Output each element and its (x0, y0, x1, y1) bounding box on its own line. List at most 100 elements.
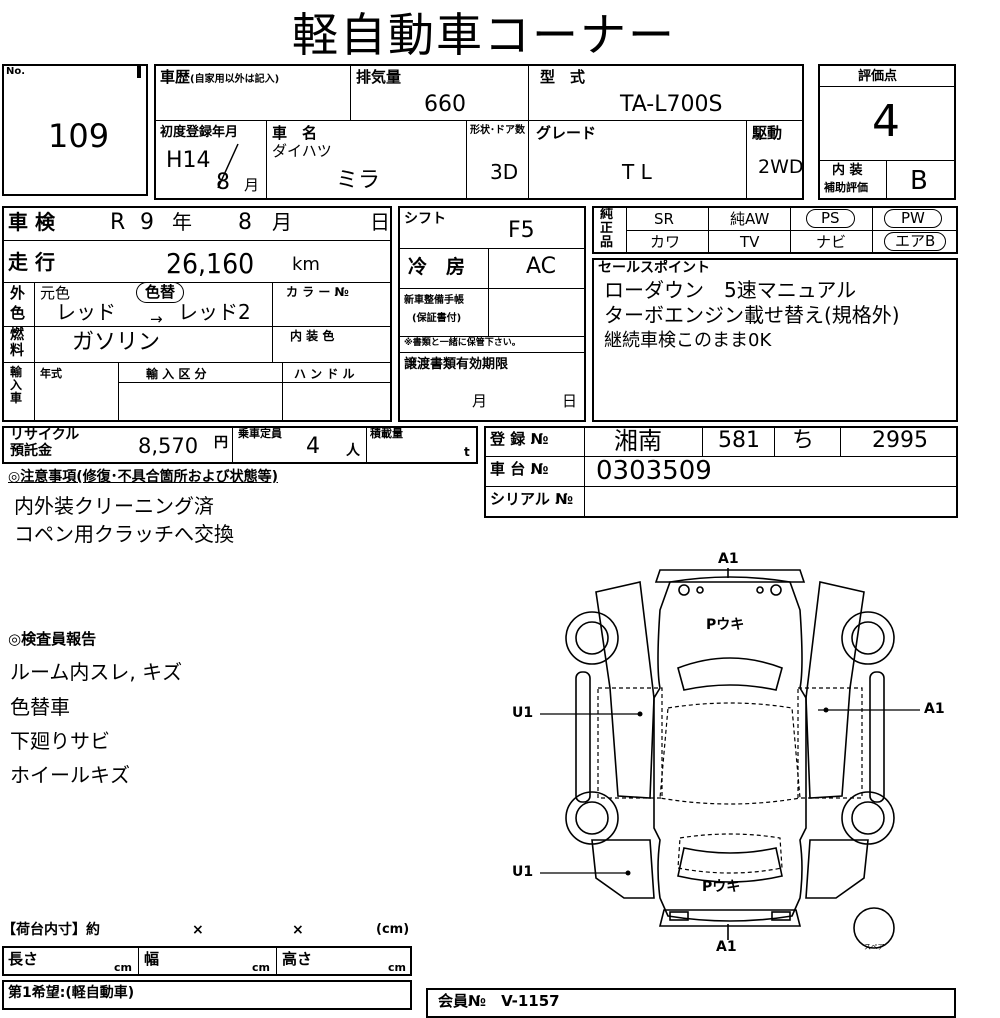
inspection-year: 9 (140, 210, 154, 235)
vehicle-info-box (154, 64, 804, 200)
capacity-label: 乗車定員 (238, 427, 282, 440)
registration-class: 581 (718, 428, 760, 453)
transfer-month-unit: 月 (472, 392, 488, 410)
interior-score-value: B (910, 166, 928, 196)
inspection-era: R (110, 210, 126, 235)
manual-note: ※書類と一緒に保管下さい。 (404, 338, 521, 348)
recycle-value: 8,570 (138, 434, 199, 458)
inspector-label: ◎検査員報告 (8, 630, 97, 648)
inspection-year-unit: 年 (172, 210, 192, 234)
aircon-value: AC (526, 254, 557, 279)
shift-value: F5 (508, 218, 535, 243)
registration-kana: ち (792, 428, 815, 453)
color-no-label: カ ラ ー № (286, 285, 349, 299)
cargo-label: 【荷台内寸】約 (2, 922, 100, 938)
load-label: 積載量 (370, 427, 403, 440)
mileage-value: 26,160 (166, 247, 255, 280)
member-label: 会員№ V-1157 (438, 992, 560, 1010)
history-label: 車歴(自家用以外は記入) (160, 68, 280, 86)
car-name-label: 車 名 (272, 124, 318, 142)
car-maker: ダイハツ (272, 142, 332, 160)
diagram-left-front-label: U1 (512, 705, 534, 721)
chassis-value: 0303509 (596, 456, 712, 486)
status-box (2, 206, 392, 422)
diagram-right-label: A1 (924, 701, 945, 717)
capacity-value: 4 (306, 434, 320, 459)
inspector-2: 色替車 (10, 695, 70, 719)
aircon-label: 冷 房 (408, 256, 466, 278)
score-box (818, 64, 956, 200)
sales-point-1: ローダウン 5速マニュアル (604, 278, 857, 302)
first-reg-month-unit: 月 (244, 176, 260, 194)
import-class-label: 輸 入 区 分 (146, 367, 207, 381)
equipment-side-label: 純正品 (600, 207, 614, 250)
serial-label: シリアル № (490, 490, 574, 508)
color-orig-label: 元色 (40, 284, 71, 302)
diagram-left-rear-label: U1 (512, 864, 534, 880)
cargo-width-label: 幅 (144, 950, 160, 968)
color-arrow: → (150, 310, 163, 328)
load-unit: t (464, 445, 470, 459)
color-label-1: 外 (10, 284, 26, 302)
recycle-label-2: 預託金 (10, 443, 52, 459)
sales-point-3: 継続車検このまま0K (604, 330, 772, 351)
wish-label: 第1希望:(軽自動車) (8, 985, 135, 1001)
equip-ps: PS (806, 209, 855, 228)
mileage-label: 走 行 (8, 250, 55, 274)
first-reg-slash (217, 143, 239, 189)
interior-score-label-1: 内 装 (832, 163, 863, 178)
cargo-width-unit: cm (252, 961, 270, 974)
diagram-top-label: A1 (718, 551, 739, 567)
displacement-value: 660 (424, 92, 466, 117)
color-new-value: レッド2 (178, 300, 251, 324)
sales-point-2: ターボエンジン載せ替え(規格外) (604, 303, 900, 327)
transfer-label: 譲渡書類有効期限 (404, 357, 509, 372)
fuel-label-1: 燃 (10, 327, 24, 343)
equip-sr: SR (654, 210, 674, 228)
number-box (2, 64, 148, 196)
fuel-label-2: 料 (10, 343, 24, 359)
manual-label-1: 新車整備手帳 (404, 295, 464, 306)
recycle-label-1: リサイクル (10, 427, 80, 443)
model-label: 型 式 (540, 68, 586, 86)
registration-area: 湘南 (614, 427, 662, 455)
shift-label: シフト (404, 211, 446, 227)
cargo-length-label: 長さ (8, 950, 39, 968)
car-damage-diagram (540, 568, 920, 949)
interior-score-label-2: 補助評価 (824, 181, 868, 194)
import-handle-label: ハ ン ド ル (294, 367, 355, 381)
equip-pw: PW (884, 209, 942, 228)
doors-value: 3D (490, 160, 519, 184)
diagram-rear-label: Pウキ (702, 879, 741, 895)
car-name-value: ミラ (336, 168, 381, 193)
import-label: 輸入車 (10, 365, 23, 405)
registration-number: 2995 (872, 428, 928, 453)
chassis-label: 車 台 № (490, 460, 549, 478)
drive-value: 2WD (758, 156, 804, 178)
cargo-cm: (cm) (376, 922, 410, 937)
doors-label: 形状･ドア数 (470, 125, 525, 136)
shift-box (398, 206, 586, 422)
inspection-day-unit: 日 (370, 210, 390, 234)
capacity-unit: 人 (346, 443, 360, 459)
note-2: コペン用クラッチへ交換 (14, 522, 234, 546)
sales-points-label: セールスポイント (598, 260, 710, 276)
notes-label: ◎注意事項(修復･不具合箇所および状態等) (8, 469, 279, 485)
color-repaint-badge: 色替 (136, 282, 185, 303)
recycle-unit: 円 (214, 435, 228, 451)
transfer-day-unit: 日 (562, 392, 578, 410)
displacement-label: 排気量 (356, 68, 402, 86)
inspection-label: 車 検 (8, 210, 55, 234)
first-reg-era: H14 (166, 148, 211, 173)
color-label-2: 色 (10, 304, 26, 322)
number-value: 109 (48, 117, 110, 155)
cargo-length-unit: cm (114, 961, 132, 974)
cargo-x1: × (192, 922, 204, 938)
score-label: 評価点 (858, 69, 898, 84)
grade-label: グレード (536, 124, 597, 142)
inspection-month: 8 (238, 210, 252, 235)
registration-box (484, 426, 958, 518)
inspector-4: ホイールキズ (10, 763, 130, 787)
fuel-value: ガソリン (72, 330, 161, 355)
equip-leather: カワ (650, 233, 681, 251)
